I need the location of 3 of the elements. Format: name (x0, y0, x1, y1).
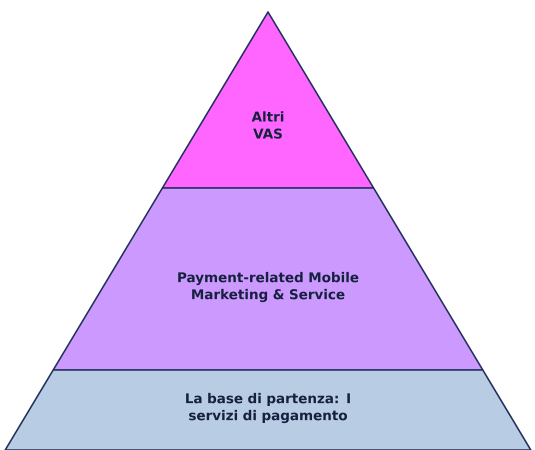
pyramid-level: Payment-related Mobile Marketing & Service (52, 187, 484, 371)
pyramid-level: Altri VAS (162, 11, 374, 189)
pyramid-level: La base di partenza: I servizi di pagamento (4, 369, 532, 450)
